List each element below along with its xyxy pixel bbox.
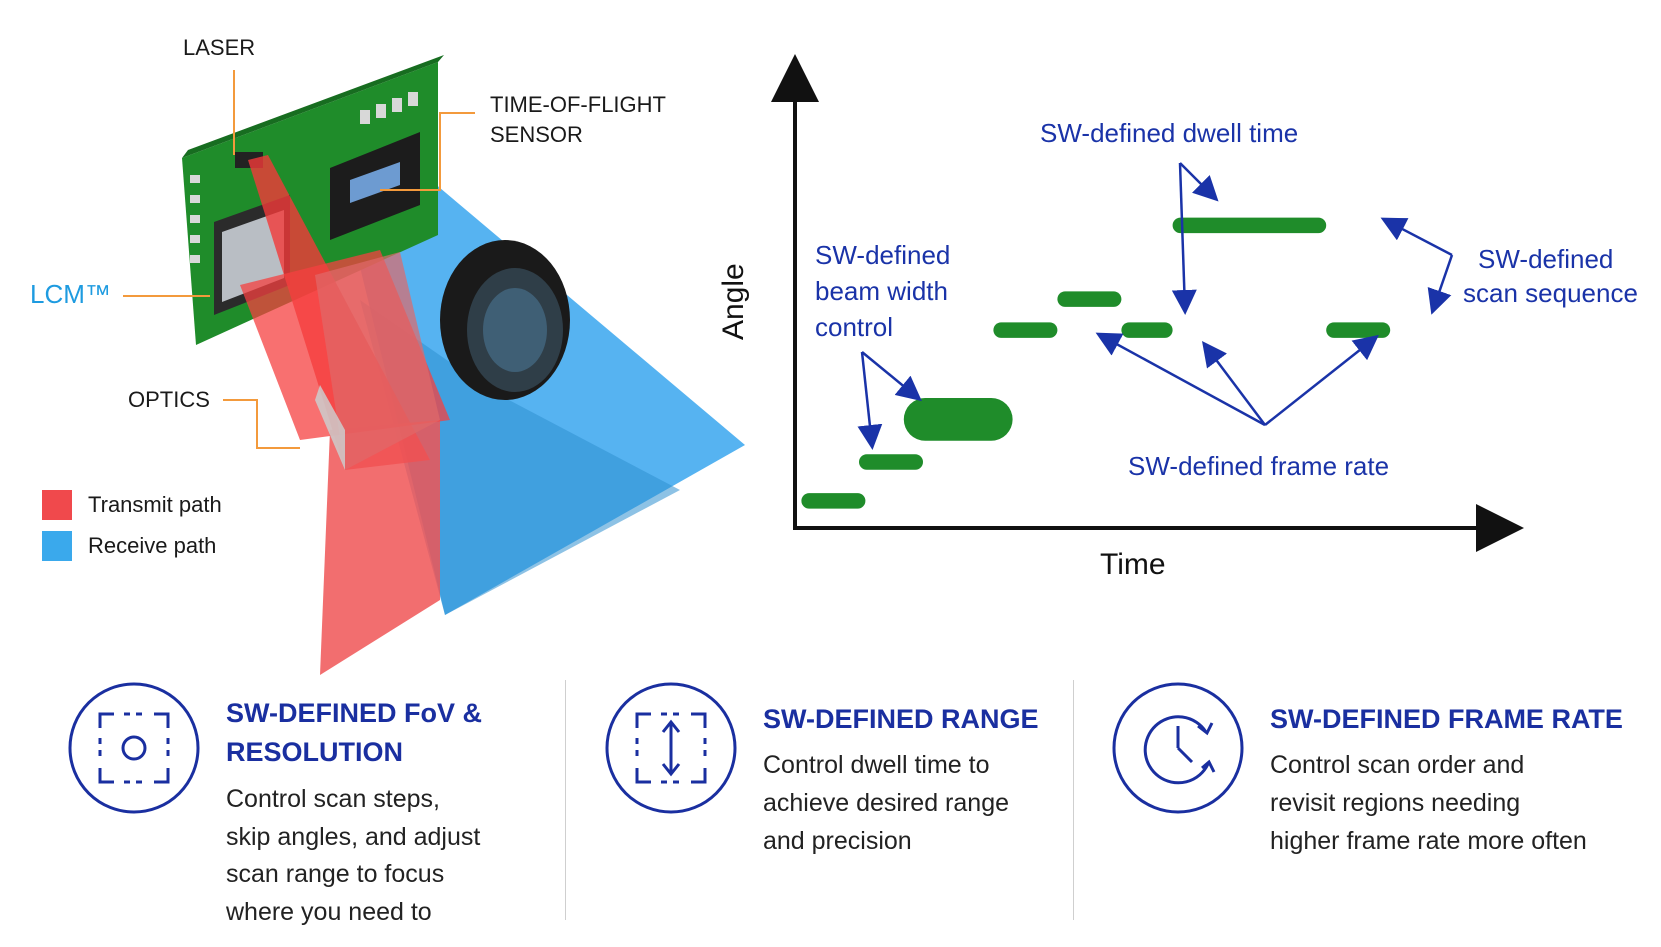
laser-label: LASER xyxy=(183,35,256,60)
tof-label-line1: TIME-OF-FLIGHT xyxy=(490,92,666,117)
lcm-label: LCM™ xyxy=(30,279,111,309)
annotation-beam-line2: beam width xyxy=(815,276,948,306)
receive-swatch xyxy=(42,531,72,561)
arrow-frame-to-left xyxy=(1095,332,1266,427)
arrow-dwell-to-short xyxy=(1171,162,1197,315)
scan-segment-3 xyxy=(903,398,1013,441)
optics-prism-edge xyxy=(315,385,345,470)
transmit-beam-lower xyxy=(320,420,440,675)
annotation-frame-rate: SW-defined frame rate xyxy=(1128,451,1390,481)
leader-lines xyxy=(123,70,475,449)
arrow-scan-to-long xyxy=(1380,217,1453,257)
tof-label-line2: SENSOR xyxy=(490,122,583,147)
feature-2-title: SW-DEFINED RANGE xyxy=(763,704,1039,734)
scan-segment-8 xyxy=(1326,322,1391,338)
optics-prism xyxy=(315,252,440,470)
lens-glass-highlight xyxy=(483,288,547,372)
feature-frame-rate: SW-DEFINED FRAME RATE Control scan order… xyxy=(1110,680,1650,940)
arrow-frame-to-mid xyxy=(1202,341,1266,426)
arrow-scan-to-right xyxy=(1427,254,1454,315)
clock-refresh-icon xyxy=(1112,682,1244,814)
feature-range: SW-DEFINED RANGE Control dwell time to a… xyxy=(603,680,1063,940)
feature-2-desc-line1: Control dwell time to xyxy=(763,751,990,779)
feature-fov-resolution: SW-DEFINED FoV & RESOLUTION Control scan… xyxy=(66,680,546,940)
optics-label: OPTICS xyxy=(128,387,210,412)
annotation-arrows xyxy=(857,162,1454,450)
legend-transmit-label: Transmit path xyxy=(88,492,222,517)
feature-2-desc-line2: achieve desired range xyxy=(763,789,1009,817)
arrow-dwell-to-long xyxy=(1179,162,1219,202)
annotation-beam-line3: control xyxy=(815,312,894,342)
feature-3-desc-line2: revisit regions needing xyxy=(1270,789,1521,817)
scan-segment-5 xyxy=(1057,291,1122,307)
lidar-hardware-illustration xyxy=(123,55,745,675)
feature-1-desc-line3: scan range to focus xyxy=(226,860,445,888)
pcb-pads xyxy=(190,92,418,263)
annotation-beam-line1: SW-defined xyxy=(815,240,951,270)
annotation-scan-line1: SW-defined xyxy=(1478,244,1614,274)
annotation-dwell-time: SW-defined dwell time xyxy=(1040,118,1299,148)
vertical-range-icon xyxy=(605,682,737,814)
feature-3-desc-line1: Control scan order and xyxy=(1270,751,1525,779)
feature-divider-2 xyxy=(1073,680,1074,920)
y-axis-label: Angle xyxy=(717,263,750,340)
feature-3-desc-line3: higher frame rate more often xyxy=(1270,827,1587,855)
feature-1-desc-line1: Control scan steps, xyxy=(226,785,440,813)
feature-1-desc-line4: where you need to xyxy=(226,898,432,926)
legend-transmit: Transmit path xyxy=(42,490,222,520)
annotation-scan-line2: scan sequence xyxy=(1463,278,1638,308)
focus-frame-icon xyxy=(68,682,200,814)
x-axis-label: Time xyxy=(1100,548,1166,581)
transmit-swatch xyxy=(42,490,72,520)
legend-receive-label: Receive path xyxy=(88,533,217,558)
scan-timing-chart xyxy=(771,54,1524,552)
tof-sensor-window xyxy=(350,162,400,203)
feature-2-desc-line3: and precision xyxy=(763,827,912,855)
arrow-beam-to-small xyxy=(857,351,883,450)
arrow-beam-to-wide xyxy=(861,351,922,402)
feature-divider-1 xyxy=(565,680,566,920)
scan-segments xyxy=(801,217,1391,509)
scan-segment-7 xyxy=(1172,217,1327,234)
scan-segment-4 xyxy=(993,322,1058,338)
feature-1-title-line1: SW-DEFINED FoV & xyxy=(226,698,482,728)
scan-segment-2 xyxy=(859,454,923,470)
feature-3-title: SW-DEFINED FRAME RATE xyxy=(1270,704,1623,734)
legend-receive: Receive path xyxy=(42,531,216,561)
arrow-frame-to-right xyxy=(1264,334,1379,426)
scan-segment-1 xyxy=(801,493,866,509)
pcb-board-edge xyxy=(182,55,444,158)
feature-1-title-line2: RESOLUTION xyxy=(226,737,404,767)
feature-1-desc-line2: skip angles, and adjust xyxy=(226,823,481,851)
scan-segment-6 xyxy=(1121,322,1173,338)
